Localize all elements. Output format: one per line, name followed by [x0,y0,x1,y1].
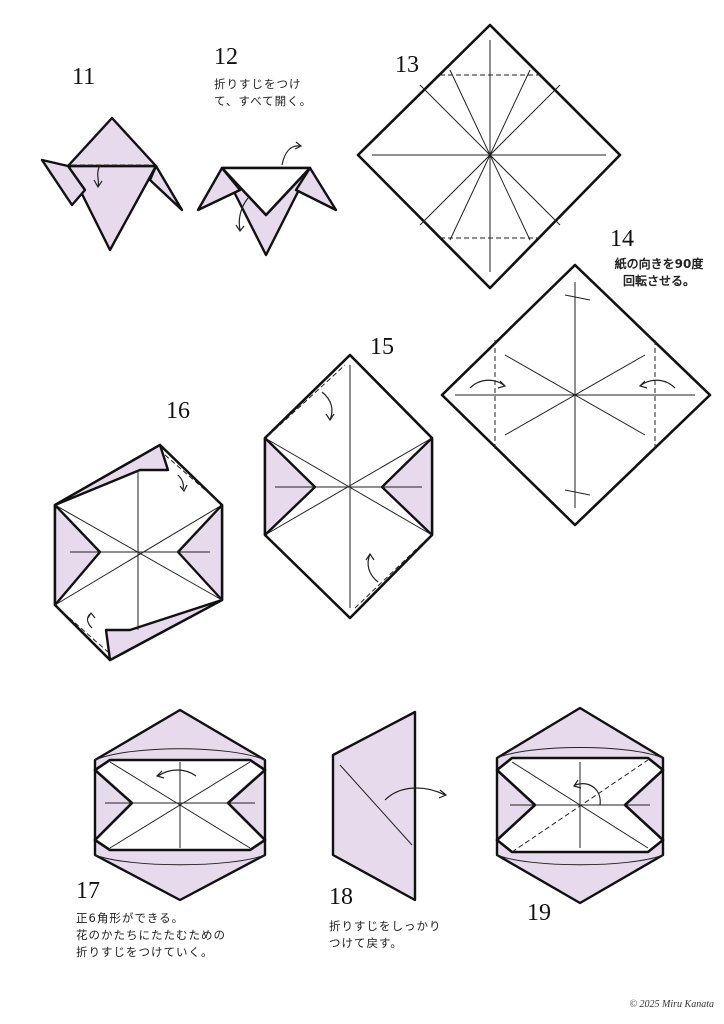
step-number: 19 [527,900,551,926]
step-number: 16 [166,398,190,424]
step-caption: 紙の向きを90度 回転させる。 [600,256,718,290]
step-11-diagram [40,116,184,252]
caption-line: て、すべて開く。 [214,94,313,108]
step-13-diagram [356,23,622,290]
step-number: 11 [72,64,96,90]
step-caption: 折りすじをつけ て、すべて開く。 [214,76,312,110]
step-16-diagram [53,443,224,662]
step-14-diagram [440,263,712,527]
step-number: 12 [214,44,238,70]
step-number: 17 [76,878,100,904]
step-number: 18 [329,884,353,910]
caption-line: 回転させる。 [622,274,695,288]
step-18-diagram [331,710,448,902]
step-15-diagram [263,353,434,620]
caption-line: 花のかたちにたたむための [76,928,226,942]
caption-line: 折りすじをつけていく。 [76,945,214,959]
step-12-diagram [196,141,338,257]
caption-line: つけて戻す。 [329,936,403,950]
caption-line: 正6角形ができる。 [76,911,185,925]
step-17-diagram [93,708,267,902]
step-caption: 正6角形ができる。 花のかたちにたたむための 折りすじをつけていく。 [76,910,226,961]
step-number: 15 [370,334,394,360]
copyright: © 2025 Miru Kanata [629,999,714,1010]
caption-line: 折りすじをつけ [214,77,302,91]
step-number: 13 [395,52,419,78]
step-caption: 折りすじをしっかり つけて戻す。 [329,918,442,952]
caption-line: 折りすじをしっかり [329,919,442,933]
step-19-diagram [495,706,665,905]
step-number: 14 [610,226,634,252]
caption-line: 紙の向きを90度 [614,257,704,271]
